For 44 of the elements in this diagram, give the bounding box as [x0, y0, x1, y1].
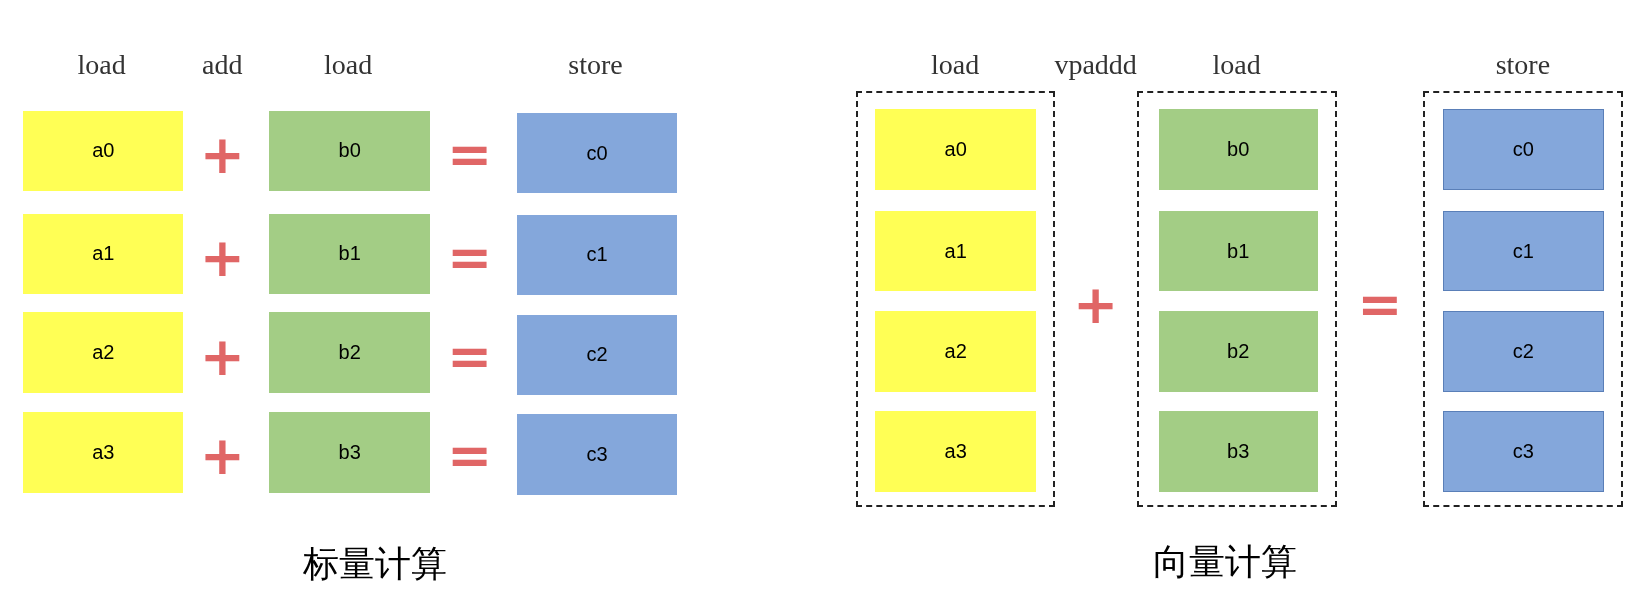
- plus-sign: +: [199, 122, 245, 186]
- value-box: a1: [23, 213, 184, 294]
- equals-sign: =: [447, 122, 493, 186]
- value-box: c1: [516, 214, 678, 295]
- value-box: c2: [516, 314, 678, 396]
- equals-sign: =: [447, 225, 493, 289]
- plus-sign: +: [1073, 272, 1119, 336]
- column-label: load: [1211, 49, 1262, 82]
- section-title: 向量计算: [1152, 539, 1297, 584]
- value-box: b0: [1158, 109, 1318, 190]
- value-box: a0: [875, 109, 1036, 190]
- value-box: a0: [23, 111, 184, 191]
- value-box: b3: [1158, 411, 1318, 492]
- operation-label: vpaddd: [1054, 49, 1137, 81]
- operation-label: load: [323, 49, 373, 81]
- value-box: c0: [516, 113, 678, 193]
- equals-sign: =: [447, 324, 493, 388]
- value-box: c3: [516, 414, 678, 495]
- value-box: b3: [269, 412, 430, 493]
- value-box: b1: [1158, 210, 1318, 292]
- section-title: 标量计算: [303, 541, 448, 586]
- plus-sign: +: [199, 324, 245, 388]
- operation-label: store: [568, 49, 623, 81]
- value-box: c2: [1442, 311, 1605, 393]
- column-label: store: [1494, 49, 1552, 82]
- value-box: a2: [23, 312, 184, 394]
- value-box: c1: [1442, 210, 1605, 292]
- value-box: c3: [1442, 411, 1605, 492]
- value-box: b2: [269, 312, 430, 394]
- value-box: b0: [269, 111, 430, 191]
- value-box: a1: [875, 210, 1036, 292]
- operation-label: load: [77, 49, 126, 81]
- value-box: a2: [875, 311, 1036, 393]
- value-box: c0: [1442, 109, 1605, 190]
- operation-label: add: [202, 49, 243, 81]
- value-box: a3: [23, 412, 184, 493]
- column-label: load: [930, 49, 981, 82]
- equals-sign: =: [1357, 272, 1403, 336]
- equals-sign: =: [447, 423, 493, 487]
- value-box: a3: [875, 411, 1036, 492]
- plus-sign: +: [199, 225, 245, 289]
- plus-sign: +: [199, 423, 245, 487]
- value-box: b2: [1158, 311, 1318, 393]
- value-box: b1: [269, 213, 430, 294]
